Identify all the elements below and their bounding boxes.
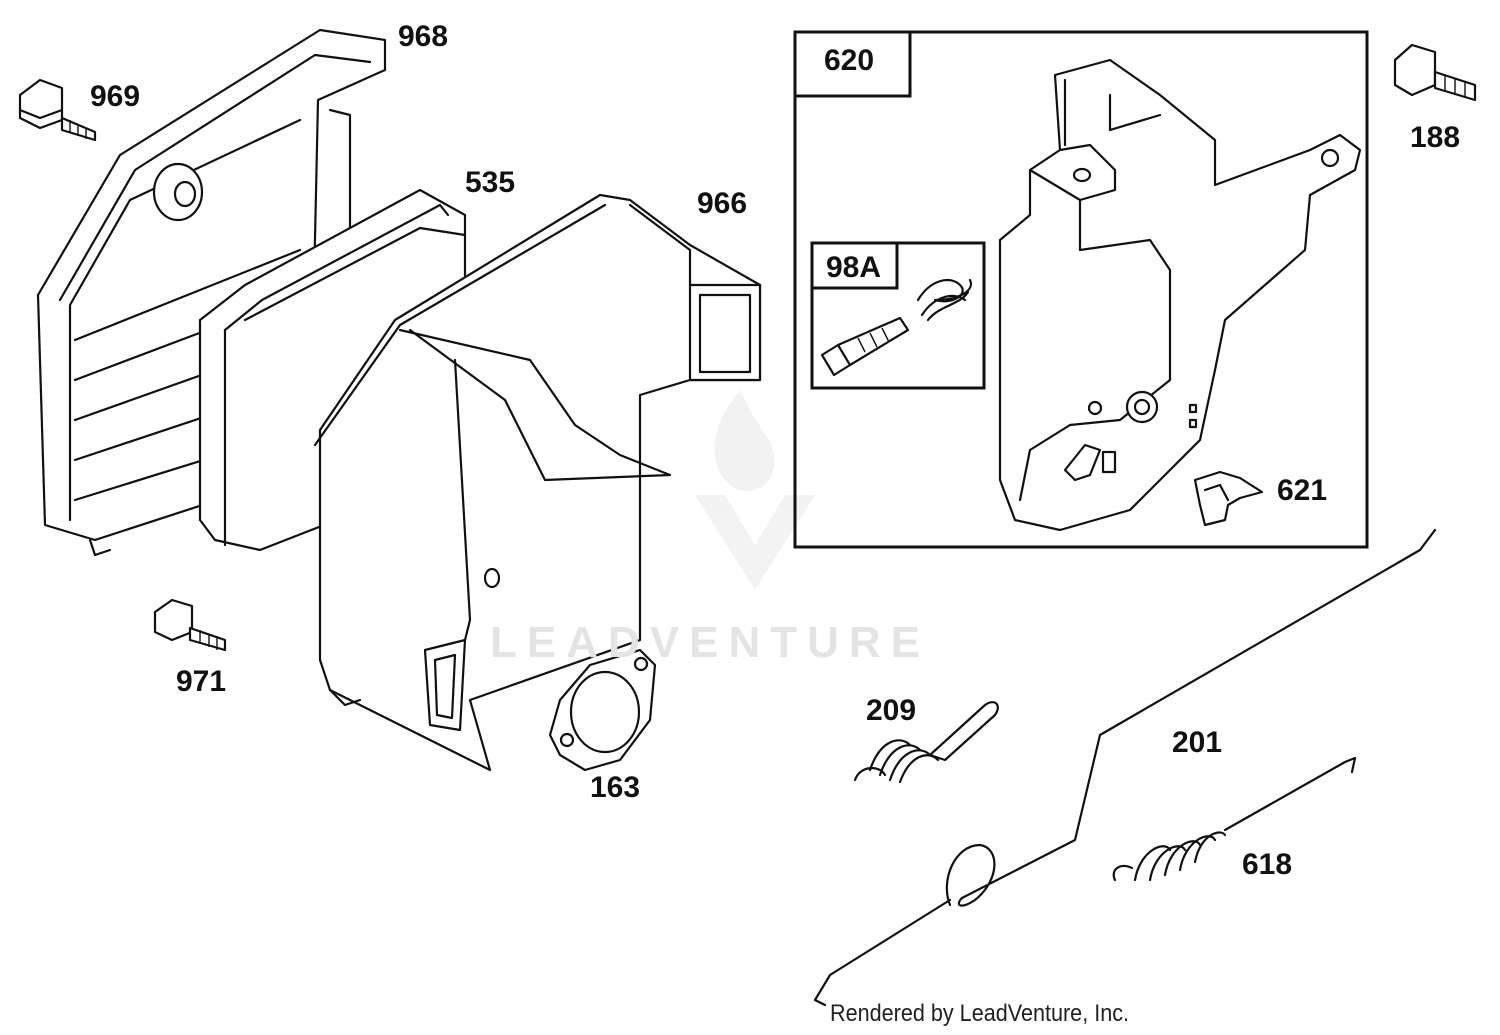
render-credit: Rendered by LeadVenture, Inc. [830,1000,1130,1027]
label-968: 968 [398,20,449,53]
label-971: 971 [176,665,227,698]
screw-971 [153,598,227,652]
label-188: 188 [1410,121,1461,154]
screw-188 [1393,43,1477,102]
label-618: 618 [1242,848,1293,881]
screw-969 [18,78,97,142]
label-969: 969 [90,80,141,113]
group-box-620 [793,30,1369,549]
label-621: 621 [1277,474,1328,507]
spring-209 [853,701,999,784]
label-209: 209 [866,694,917,727]
label-98a: 98A [826,251,882,284]
gasket-163 [548,648,657,772]
label-201: 201 [1172,726,1223,759]
clip-621 [1193,470,1264,527]
label-966: 966 [697,187,748,220]
label-535: 535 [465,166,516,199]
air-cleaner-cover-966 [313,193,762,772]
watermark-logo [695,390,815,590]
group-box-98a [810,241,986,390]
spring-618 [1112,756,1357,882]
control-bracket-620 [998,58,1362,532]
label-163: 163 [590,771,641,804]
link-rod-201 [813,528,1437,1007]
watermark-text: LEADVENTURE [490,618,931,667]
label-620: 620 [824,44,875,77]
